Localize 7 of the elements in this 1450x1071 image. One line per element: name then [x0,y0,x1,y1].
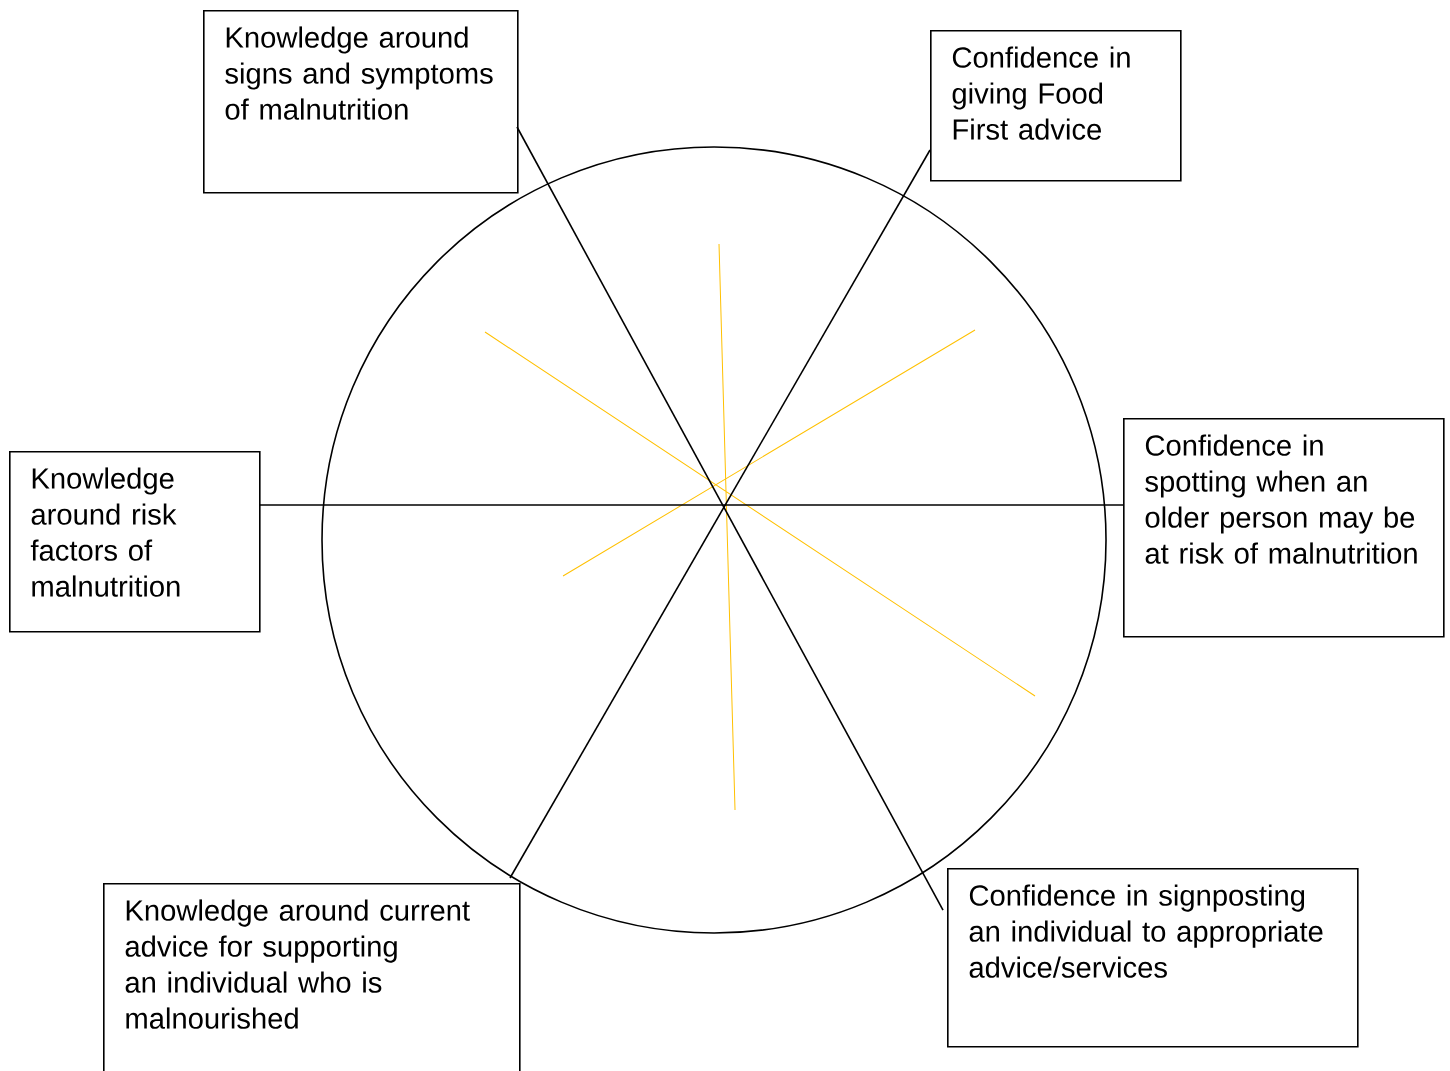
text-box: Confidence in signposting an individual to appropriate advice/services [947,868,1359,1048]
text-box: Knowledge around signs and symptoms of malnutrition [203,10,519,194]
text-box: Knowledge around risk factors of malnutrition [9,451,261,633]
text-box: Confidence in spotting when an older person may be at risk of malnutrition [1123,418,1445,638]
text-box: Confidence in giving Food First advice [930,30,1182,182]
text-box: Knowledge around current advice for supporting an individual who is malnourished [103,883,521,1071]
connector-line [258,504,1124,506]
